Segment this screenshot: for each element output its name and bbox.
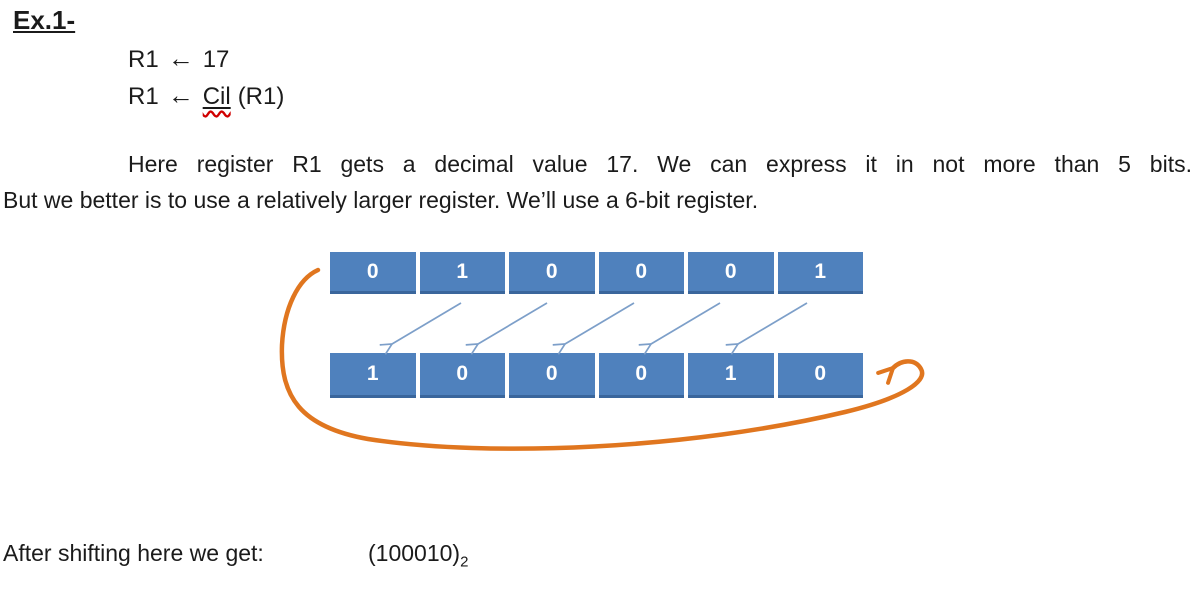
bit-shift-arrow	[552, 302, 635, 355]
bit-cell: 1	[777, 252, 863, 294]
bit-shift-arrow	[379, 302, 462, 355]
bit-shift-arrow	[725, 302, 808, 355]
spellcheck-squiggle: Cil	[202, 83, 231, 110]
result-line: After shifting here we get: (100010)2	[3, 540, 1192, 571]
paragraph-line-1: Here register R1 gets a decimal value 17…	[128, 151, 1192, 177]
binary-number: (100010)	[368, 540, 461, 566]
left-arrow-glyph: ←	[167, 80, 194, 110]
left-arrow-glyph: ←	[167, 43, 194, 73]
bit-cell: 0	[509, 252, 595, 294]
bit-cell: 1	[419, 252, 505, 294]
bit-cell: 0	[598, 353, 684, 398]
base-subscript: 2	[460, 553, 469, 571]
bit-cell: 0	[330, 252, 416, 294]
bit-cell: 0	[777, 353, 863, 398]
bit-cell: 0	[419, 353, 505, 398]
bit-cell: 0	[598, 252, 684, 294]
operation-operand: (R1)	[237, 83, 285, 110]
statement-assign-value: R1 ← 17	[128, 43, 229, 74]
bit-cell: 1	[688, 353, 774, 398]
operation-name: Cil	[203, 83, 231, 110]
result-label: After shifting here we get:	[3, 540, 264, 566]
example-heading: Ex.1-	[13, 5, 76, 35]
assigned-value: 17	[202, 46, 230, 73]
description-paragraph: Here register R1 gets a decimal value 17…	[3, 146, 1192, 218]
bit-cell: 0	[509, 353, 595, 398]
bit-cell: 1	[330, 353, 416, 398]
paragraph-line-2: But we better is to use a relatively lar…	[3, 187, 759, 213]
result-binary-value: (100010)2	[368, 540, 468, 571]
statement-shift-operation: R1 ← Cil(R1)	[128, 80, 284, 111]
register-after-shift: 1 0 0 0 1 0	[330, 353, 863, 398]
bit-shift-arrow	[465, 302, 548, 355]
register-name: R1	[128, 83, 159, 110]
bit-shift-arrows	[379, 302, 808, 355]
register-before-shift: 0 1 0 0 0 1	[330, 252, 863, 294]
bit-shift-arrow	[638, 302, 721, 355]
register-name: R1	[128, 46, 159, 73]
bit-cell: 0	[688, 252, 774, 294]
